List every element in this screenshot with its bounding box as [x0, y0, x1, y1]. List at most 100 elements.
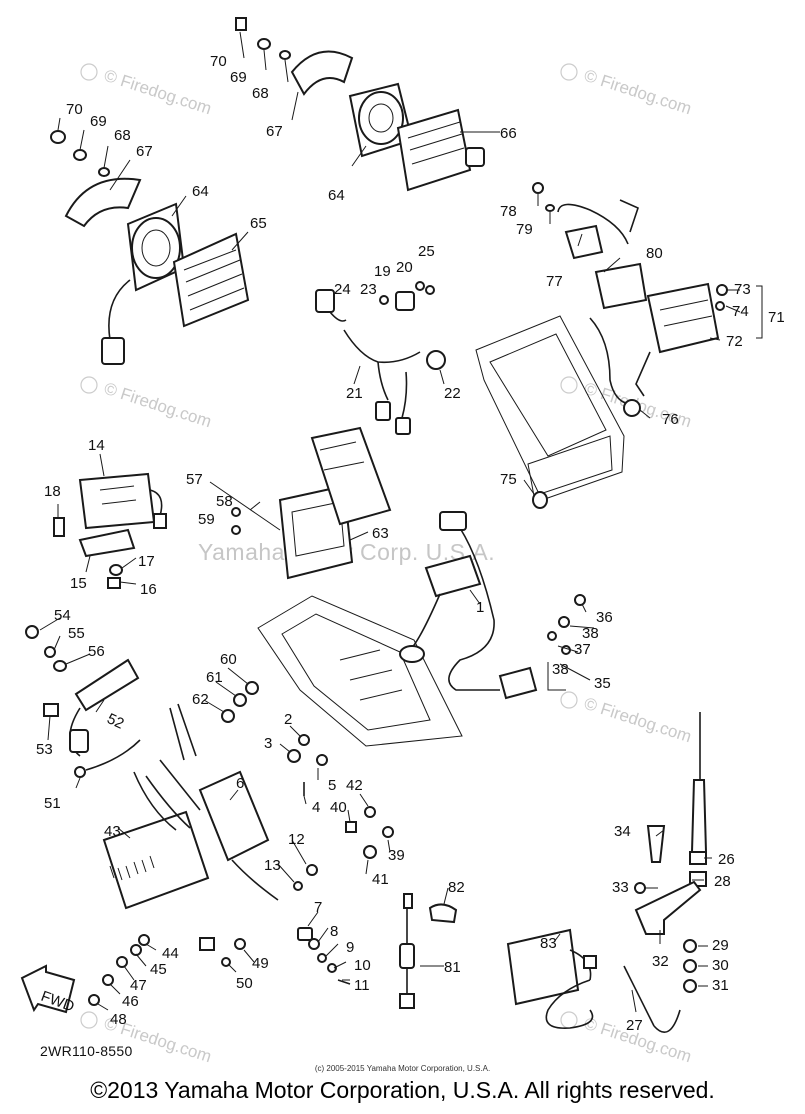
part-number: 52: [104, 710, 126, 732]
part-number: 1: [476, 599, 484, 616]
main-harness: [399, 511, 538, 700]
wire-harness-small: [315, 281, 446, 435]
leader-lines: [39, 31, 763, 1013]
part-number: 9: [346, 939, 354, 956]
part-number: 66: [500, 125, 517, 142]
part-number: 80: [646, 245, 663, 262]
part-number: 83: [540, 935, 557, 952]
part-number: 42: [346, 777, 363, 794]
speaker-assembly-right: [235, 17, 485, 192]
part-number: 56: [88, 643, 105, 660]
part-number: 38: [582, 625, 599, 642]
part-number: 49: [252, 955, 269, 972]
part-number: 14: [88, 437, 105, 454]
relay-assembly: [25, 625, 141, 778]
part-number: 82: [448, 879, 465, 896]
part-number: 72: [726, 333, 743, 350]
part-number: 5: [328, 777, 336, 794]
part-number: 11: [354, 977, 370, 994]
small-copyright: (c) 2005-2015 Yamaha Motor Corporation, …: [314, 1064, 491, 1073]
part-number: 6: [236, 775, 244, 792]
part-number: 10: [354, 957, 371, 974]
watermark-text: © Firedog.com: [102, 66, 214, 119]
part-number: 13: [264, 857, 281, 874]
part-number: 59: [198, 511, 215, 528]
part-number: 20: [396, 259, 413, 276]
part-number: 76: [662, 411, 679, 428]
part-number: 26: [718, 851, 735, 868]
part-number: 64: [328, 187, 345, 204]
part-number: 27: [626, 1017, 643, 1034]
part-number: 77: [546, 273, 563, 290]
part-number: 7: [314, 899, 322, 916]
watermark-text: © Firedog.com: [582, 694, 694, 747]
part-number: 62: [192, 691, 209, 708]
part-number: 67: [136, 143, 153, 160]
control-unit-14: [53, 472, 167, 589]
meter-assembly: [532, 182, 728, 417]
part-number: 31: [712, 977, 729, 994]
part-number: 22: [444, 385, 461, 402]
part-number: 63: [372, 525, 389, 542]
part-number: 18: [44, 483, 61, 500]
part-number: 79: [516, 221, 533, 238]
part-number: 53: [36, 741, 53, 758]
antenna: [623, 712, 708, 1033]
part-number: 28: [714, 873, 731, 890]
part-number: 33: [612, 879, 629, 896]
part-number: 8: [330, 923, 338, 940]
part-number: 16: [140, 581, 157, 598]
part-number: 46: [122, 993, 139, 1010]
nuts-60-62: [221, 681, 259, 723]
part-number: 64: [192, 183, 209, 200]
part-number: 24: [334, 281, 351, 298]
part-number: 36: [596, 609, 613, 626]
part-number: 71: [768, 309, 785, 326]
part-number: 51: [44, 795, 61, 812]
part-number: 39: [388, 847, 405, 864]
part-number: 32: [652, 953, 669, 970]
part-number: 75: [500, 471, 517, 488]
part-number: 34: [614, 823, 631, 840]
part-number: 81: [444, 959, 461, 976]
bolts-7-13: [293, 864, 351, 985]
part-number: 17: [138, 553, 155, 570]
part-number: 50: [236, 975, 253, 992]
part-number: 43: [104, 823, 121, 840]
junction-box: [102, 703, 279, 910]
copyright-footer: ©2013 Yamaha Motor Corporation, U.S.A. A…: [90, 1077, 715, 1103]
forward-arrow: FWD: [20, 964, 77, 1015]
part-number: 25: [418, 243, 435, 260]
part-number: 65: [250, 215, 267, 232]
part-number: 35: [594, 675, 611, 692]
part-number: 40: [330, 799, 347, 816]
part-number: 23: [360, 281, 377, 298]
diagram-code: 2WR110-8550: [40, 1043, 133, 1059]
part-number: 38: [552, 661, 569, 678]
part-number: 37: [574, 641, 591, 658]
console-outline: [475, 315, 625, 509]
part-number: 61: [206, 669, 223, 686]
part-number: 30: [712, 957, 729, 974]
part-number: 45: [150, 961, 167, 978]
watermark-text: © Firedog.com: [102, 379, 214, 432]
part-number: 15: [70, 575, 87, 592]
part-number: 74: [732, 303, 749, 320]
part-number: 47: [130, 977, 147, 994]
part-number: 4: [312, 799, 320, 816]
part-number: 3: [264, 735, 272, 752]
fasteners-35: [547, 594, 586, 691]
part-labels: 70 69 68 67 70 69 68 67 64 65 64 66 78 7…: [36, 53, 785, 1034]
part-number: 48: [110, 1011, 127, 1028]
part-number: 29: [712, 937, 729, 954]
part-number: 58: [216, 493, 233, 510]
part-number: 73: [734, 281, 751, 298]
speaker-assembly-left: [50, 130, 250, 365]
part-number: 54: [54, 607, 71, 624]
part-number: 68: [114, 127, 131, 144]
panel-57-63: [231, 426, 392, 580]
part-number: 70: [66, 101, 83, 118]
part-number: 44: [162, 945, 179, 962]
part-number: 68: [252, 85, 269, 102]
